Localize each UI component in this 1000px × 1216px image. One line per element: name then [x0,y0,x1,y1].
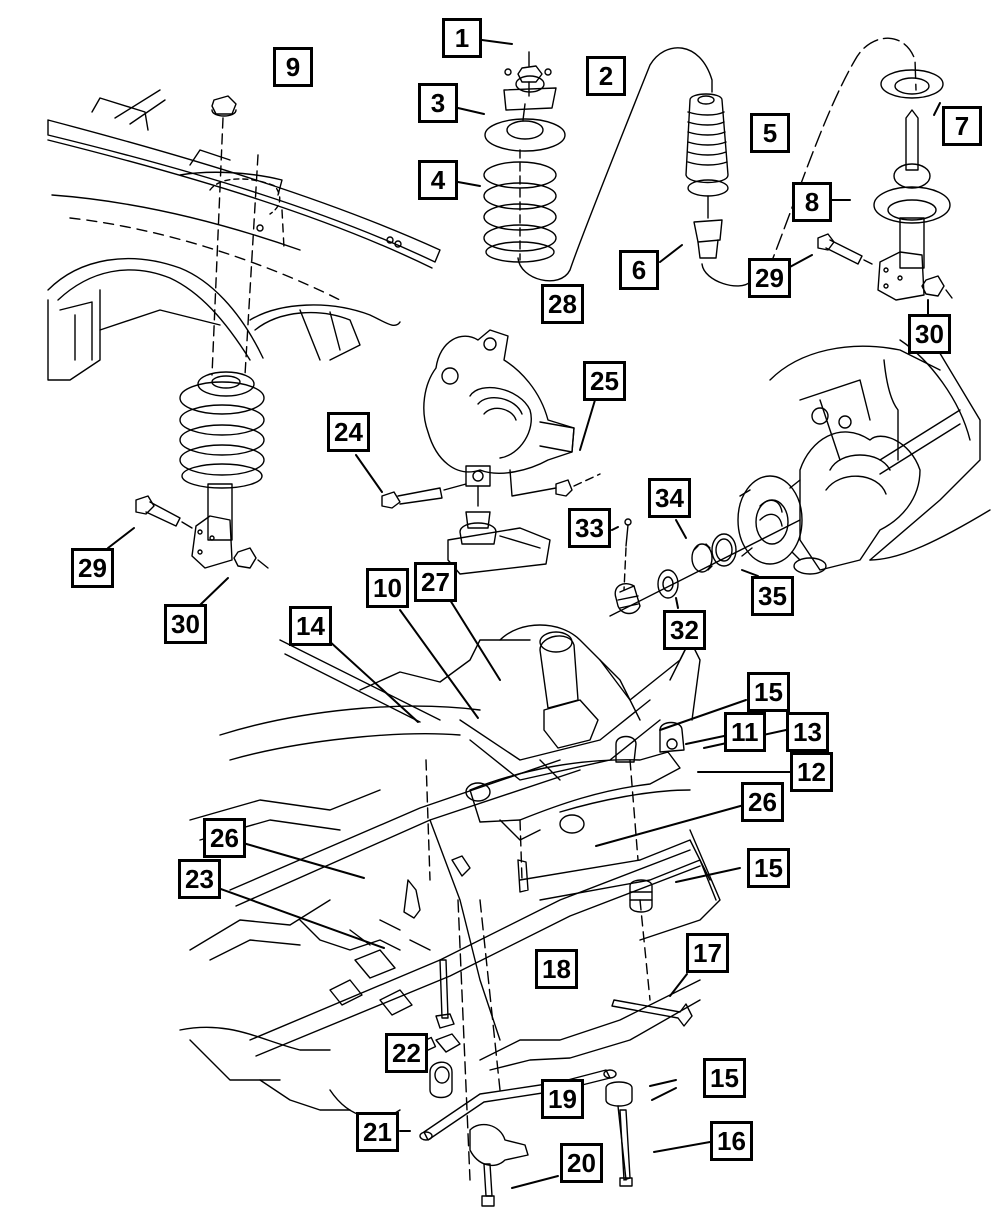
vertical-bolts [404,760,650,1180]
callout-15-lower[interactable]: 15 [703,1058,746,1098]
strut-assembly-left [180,372,264,568]
callout-19[interactable]: 19 [541,1079,584,1119]
callout-34[interactable]: 34 [648,478,691,518]
ball-joint [448,512,550,574]
lower-control-arm [466,723,690,834]
callout-26-left[interactable]: 26 [203,818,246,858]
callout-3[interactable]: 3 [418,83,458,123]
callout-35[interactable]: 35 [751,576,794,616]
stabilizer-bracket [470,1125,528,1166]
callout-1[interactable]: 1 [442,18,482,58]
callout-29-upper[interactable]: 29 [748,258,791,298]
callout-32[interactable]: 32 [663,610,706,650]
callout-7[interactable]: 7 [942,106,982,146]
callout-28[interactable]: 28 [541,284,584,324]
callout-30-lower[interactable]: 30 [164,604,207,644]
nut-retainer [692,544,712,572]
callout-23[interactable]: 23 [178,859,221,899]
washer-35 [712,534,736,566]
cotter-pin [624,519,631,590]
jounce-bumper [694,196,750,286]
strut-nut-left [234,548,268,568]
steering-knuckle [424,330,574,506]
callout-21[interactable]: 21 [356,1112,399,1152]
axle-shaft-stub [540,422,574,452]
callout-12[interactable]: 12 [790,752,833,792]
washer-32 [658,570,678,598]
callout-27[interactable]: 27 [414,562,457,602]
callout-11[interactable]: 11 [724,712,766,752]
stabilizer-link-22 [436,1034,460,1052]
callout-8[interactable]: 8 [792,182,832,222]
callout-15-middle[interactable]: 15 [747,848,790,888]
callout-33[interactable]: 33 [568,508,611,548]
crossmember-subframe [180,620,720,1118]
callout-29-lower[interactable]: 29 [71,548,114,588]
shock-mount [540,632,598,748]
spring-seat-upper [485,119,565,151]
knuckle-assembly-right [770,320,990,574]
strut-tower-body-panel [48,90,440,380]
callout-22[interactable]: 22 [385,1033,428,1073]
callout-4[interactable]: 4 [418,160,458,200]
callout-20[interactable]: 20 [560,1143,603,1183]
strut-tower-nut [212,96,284,375]
long-bolt-17 [612,1000,692,1026]
callout-25[interactable]: 25 [583,361,626,401]
callout-15-upper[interactable]: 15 [747,672,790,712]
leader-loop-28 [518,48,712,281]
callout-5[interactable]: 5 [750,113,790,153]
callout-16[interactable]: 16 [710,1121,753,1161]
callout-10[interactable]: 10 [366,568,409,608]
spring-isolator [881,70,943,98]
wheel-hub-bearing [738,476,802,564]
callout-6[interactable]: 6 [619,250,659,290]
dust-boot [686,94,728,196]
strut-nut-right [922,276,952,298]
bushing-lower-15 [606,1082,632,1186]
stabilizer-bar [420,1070,616,1140]
callout-9[interactable]: 9 [273,47,313,87]
callout-2[interactable]: 2 [586,56,626,96]
leader-loop-29-top [760,38,916,290]
callout-13[interactable]: 13 [786,712,829,752]
bushing-15b [630,880,652,912]
callout-24[interactable]: 24 [327,412,370,452]
hub-nut [610,520,800,616]
strut-bolt-left [136,496,192,528]
bracket-bolt [482,1164,494,1206]
callout-30-upper[interactable]: 30 [908,314,951,354]
strut-right [874,110,950,300]
callout-26-right[interactable]: 26 [741,782,784,822]
coil-spring [484,150,556,262]
callout-14[interactable]: 14 [289,606,332,646]
callout-18[interactable]: 18 [535,949,578,989]
callout-17[interactable]: 17 [686,933,729,973]
strut-bolt-right [818,234,872,264]
stabilizer-bushing [430,1062,452,1097]
knuckle-bolt [382,484,466,508]
knuckle-nut [510,470,600,496]
upper-mount [504,69,556,120]
